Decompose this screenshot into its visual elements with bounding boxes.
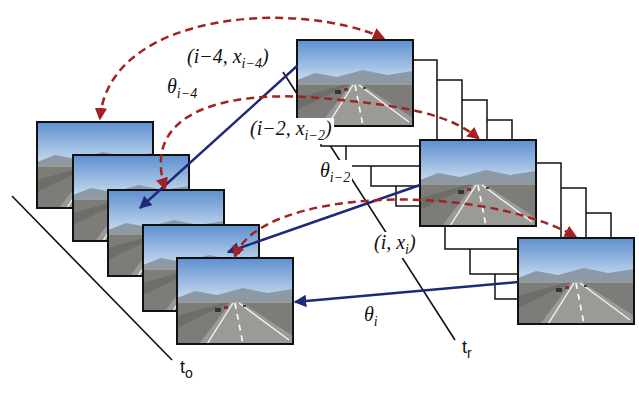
math-label: θi−4 — [165, 76, 199, 102]
subscript-text: r — [467, 345, 472, 361]
mapping-arrow — [228, 185, 420, 252]
subscript-text: i−4 — [177, 86, 197, 101]
mapping-arrow — [295, 282, 518, 302]
subscript-text: i−2 — [330, 170, 350, 185]
label-text: ) — [325, 117, 332, 139]
math-label: (i−2, xi−2) — [248, 118, 334, 144]
label-text: (i−2, x — [250, 117, 305, 139]
label-text: (i, x — [374, 231, 405, 253]
axis-label: tr — [460, 338, 474, 361]
math-label: θi−2 — [318, 160, 352, 186]
subscript-text: i — [405, 242, 409, 257]
math-label: θi — [362, 304, 380, 330]
math-label: (i−4, xi−4) — [185, 46, 271, 72]
correspondence-arc — [161, 96, 478, 188]
subscript-text: i — [374, 314, 378, 329]
subscript-text: i−4 — [242, 56, 262, 71]
frame-stack — [297, 40, 634, 324]
subscript-text: i−2 — [305, 128, 325, 143]
correspondence-arc — [100, 18, 383, 118]
axis-label: to — [178, 358, 195, 381]
label-text: ) — [409, 231, 416, 253]
label-text: θ — [167, 75, 177, 97]
label-text: θ — [320, 159, 330, 181]
label-text: t — [462, 337, 467, 357]
label-text: t — [180, 357, 185, 377]
subscript-text: o — [185, 365, 193, 381]
label-text: ) — [262, 45, 269, 67]
label-text: θ — [364, 303, 374, 325]
math-label: (i, xi) — [372, 232, 418, 258]
label-text: (i−4, x — [187, 45, 242, 67]
